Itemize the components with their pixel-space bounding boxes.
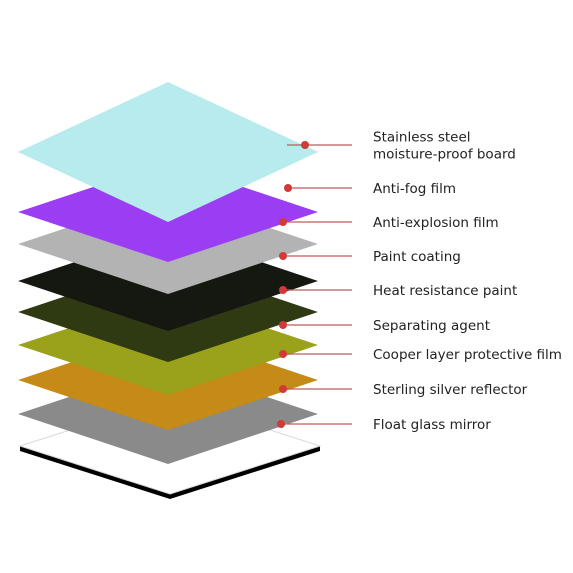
layer-label-line: Sterling silver reflector bbox=[373, 382, 528, 398]
layer-label-line: Paint coating bbox=[373, 249, 461, 265]
marker-dot bbox=[279, 321, 287, 329]
layer-sheet bbox=[18, 82, 318, 222]
layer-label: Float glass mirror bbox=[373, 417, 491, 433]
marker-dot bbox=[279, 350, 287, 358]
marker-dot bbox=[284, 184, 292, 192]
marker-dot bbox=[301, 141, 309, 149]
layer-label: Sterling silver reflector bbox=[373, 382, 528, 398]
layer-label-line: Cooper layer protective film bbox=[373, 347, 562, 363]
marker-dot bbox=[279, 252, 287, 260]
layer-label: Paint coating bbox=[373, 249, 461, 265]
marker-dot bbox=[277, 420, 285, 428]
layer-label-line: Heat resistance paint bbox=[373, 283, 517, 299]
layer-label-line: Anti-explosion film bbox=[373, 215, 499, 231]
layer-label-line: Separating agent bbox=[373, 318, 490, 334]
layer-label-line: Anti-fog film bbox=[373, 181, 456, 197]
marker-dot bbox=[279, 286, 287, 294]
layer-label: Separating agent bbox=[373, 318, 490, 334]
layer-label-line: moisture-proof board bbox=[373, 147, 516, 163]
marker-dot bbox=[279, 218, 287, 226]
layer-label: Cooper layer protective film bbox=[373, 347, 562, 363]
layer-label-line: Float glass mirror bbox=[373, 417, 491, 433]
layer-label: Anti-fog film bbox=[373, 181, 456, 197]
layer-label-line: Stainless steel bbox=[373, 130, 471, 146]
layer-1 bbox=[18, 82, 318, 222]
marker-dot bbox=[279, 385, 287, 393]
layer-label: Anti-explosion film bbox=[373, 215, 499, 231]
layer-label: Heat resistance paint bbox=[373, 283, 517, 299]
